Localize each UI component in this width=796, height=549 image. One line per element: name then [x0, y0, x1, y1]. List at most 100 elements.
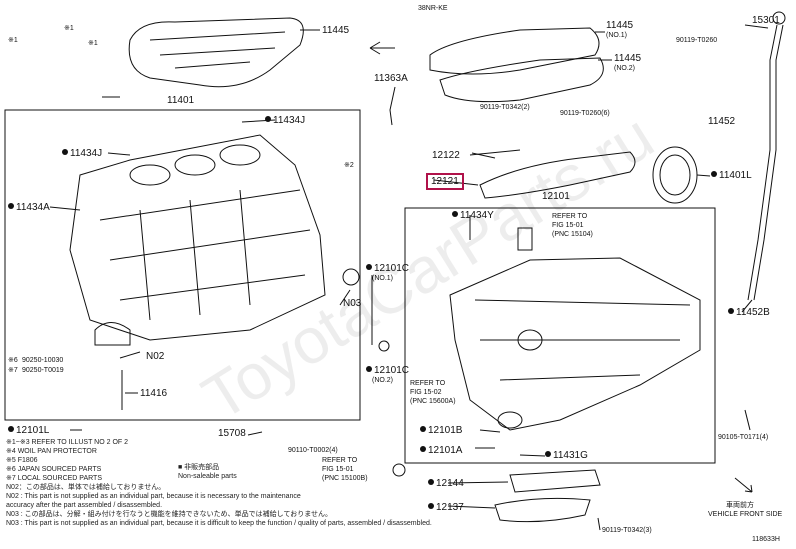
part-11452[interactable]: 11452 [708, 116, 736, 127]
part-11434j-a-text: 11434J [273, 115, 306, 126]
part-11445-no2-sub: (NO.2) [614, 65, 635, 72]
mark-1b: ※1 [64, 25, 74, 32]
part-12101l[interactable]: 12101L [8, 425, 49, 436]
part-12121-highlighted[interactable]: 12121 [426, 173, 464, 190]
part-12101c-no2-sub: (NO.2) [372, 377, 393, 384]
bullet-icon [62, 149, 68, 155]
part-11401[interactable]: 11401 [167, 95, 195, 106]
ref1-line2[interactable]: FIG 15-01 [552, 222, 584, 229]
part-12101b[interactable]: 12101B [420, 425, 462, 436]
part-15301[interactable]: 15301 [752, 15, 780, 26]
bullet-icon [8, 203, 14, 209]
legend-note: ※7 LOCAL SOURCED PARTS [6, 475, 102, 482]
part-90250-t0019[interactable]: 90250-T0019 [22, 367, 64, 374]
cylinder-block [69, 134, 326, 341]
crank-cap [94, 322, 131, 346]
baffle-plate-1 [429, 27, 600, 75]
engine-code: 38NR-KE [418, 5, 448, 12]
part-11401l[interactable]: 11401L [711, 170, 752, 181]
oil-pan-protector [509, 469, 601, 493]
part-12122[interactable]: 12122 [432, 150, 460, 161]
part-12101l-text: 12101L [16, 425, 50, 436]
part-90119-t0260[interactable]: 90119-T0260 [676, 37, 718, 44]
direction-arrow [369, 41, 395, 55]
legend-note: N02：この部品は、単体では補給しておりません。 [6, 484, 166, 491]
legend-note: ※6 JAPAN SOURCED PARTS [6, 466, 102, 473]
part-90119-t0342-3[interactable]: 90119-T0342(3) [602, 527, 652, 534]
footer-note: N03 : This part is not supplied as an in… [6, 520, 432, 527]
part-12101c-no1[interactable]: 12101C [366, 263, 409, 274]
legend-note: ※5 F1806 [6, 457, 38, 464]
part-12137[interactable]: 12137 [428, 502, 464, 513]
part-11445-top[interactable]: 11445 [322, 25, 350, 36]
footer-note: N02 : This part is not supplied as an in… [6, 493, 301, 500]
part-12144[interactable]: 12144 [428, 478, 464, 489]
part-11434j-a[interactable]: 11434J [265, 115, 305, 126]
part-11363a[interactable]: 11363A [374, 73, 408, 84]
part-11434y[interactable]: 11434Y [452, 210, 494, 221]
part-15708[interactable]: 15708 [218, 428, 246, 439]
part-11434j-b[interactable]: 11434J [62, 148, 102, 159]
mark-1c: ※1 [88, 40, 98, 47]
dipstick-handle [772, 11, 786, 25]
part-90119-t0342-2[interactable]: 90119-T0342(2) [480, 104, 530, 111]
stiffening-plate [479, 151, 636, 199]
bullet-icon [366, 366, 372, 372]
bullet-icon [8, 426, 14, 432]
part-12101c-no1-sub: (NO.1) [372, 275, 393, 282]
ref3-line2[interactable]: FIG 15-01 [322, 466, 354, 473]
part-11401l-text: 11401L [719, 170, 752, 181]
bullet-icon [366, 264, 372, 270]
figure-id: 118633H [752, 536, 780, 543]
bullet-icon [428, 479, 434, 485]
bullet-icon [711, 171, 717, 177]
part-12101[interactable]: 12101 [542, 191, 570, 202]
ref1-line3: (PNC 15104) [552, 231, 593, 238]
part-12101a[interactable]: 12101A [420, 445, 462, 456]
mark-6: ※6 [8, 357, 18, 364]
part-11445-no2[interactable]: 11445 [614, 53, 642, 64]
ref2-line2[interactable]: FIG 15-02 [410, 389, 442, 396]
part-12101c-no2-text: 12101C [374, 365, 410, 376]
oil-pan-box [404, 207, 716, 464]
intake-cover-gasket [128, 17, 304, 88]
footer-note: accuracy after the part assembled / disa… [6, 502, 163, 509]
part-90105-t0171[interactable]: 90105-T0171(4) [718, 434, 769, 441]
legend-note: ※4 WOIL PAN PROTECTOR [6, 448, 97, 455]
bullet-icon [265, 116, 271, 122]
mark-1a: ※1 [8, 37, 18, 44]
legend-note: ■ 非販売部品 [178, 464, 220, 471]
bullet-icon [728, 308, 734, 314]
ref3-line3: (PNC 15100B) [322, 475, 368, 482]
mark-7: ※7 [8, 367, 18, 374]
ref1-line1: REFER TO [552, 213, 588, 220]
part-11434a[interactable]: 11434A [8, 202, 50, 213]
part-n02[interactable]: N02 [146, 351, 165, 362]
mark-2: ※2 [344, 162, 354, 169]
oil-pan [449, 257, 701, 431]
part-90119-t0260-6[interactable]: 90119-T0260(6) [560, 110, 610, 117]
part-11431g[interactable]: 11431G [545, 450, 588, 461]
part-n03[interactable]: N03 [343, 298, 362, 309]
part-11416[interactable]: 11416 [140, 388, 168, 399]
part-11452b[interactable]: 11452B [728, 307, 770, 318]
part-11445-no1[interactable]: 11445 [606, 20, 634, 31]
part-12101b-text: 12101B [428, 425, 463, 436]
part-12101c-no2[interactable]: 12101C [366, 365, 409, 376]
part-12137-text: 12137 [436, 502, 464, 513]
oil-pan-cover [494, 497, 591, 523]
part-11434a-text: 11434A [16, 202, 50, 213]
bullet-icon [428, 503, 434, 509]
part-12101a-text: 12101A [428, 445, 463, 456]
part-90110-t0002[interactable]: 90110-T0002(4) [288, 447, 338, 454]
part-12144-text: 12144 [436, 478, 464, 489]
bullet-icon [420, 426, 426, 432]
part-11445-no1-sub: (NO.1) [606, 32, 627, 39]
bullet-icon [545, 451, 551, 457]
part-12101c-no1-text: 12101C [374, 263, 410, 274]
legend-note: ※1~※3 REFER TO ILLUST NO 2 OF 2 [6, 439, 129, 446]
baffle-plate-2 [439, 57, 604, 103]
part-90250-10030[interactable]: 90250-10030 [22, 357, 64, 364]
